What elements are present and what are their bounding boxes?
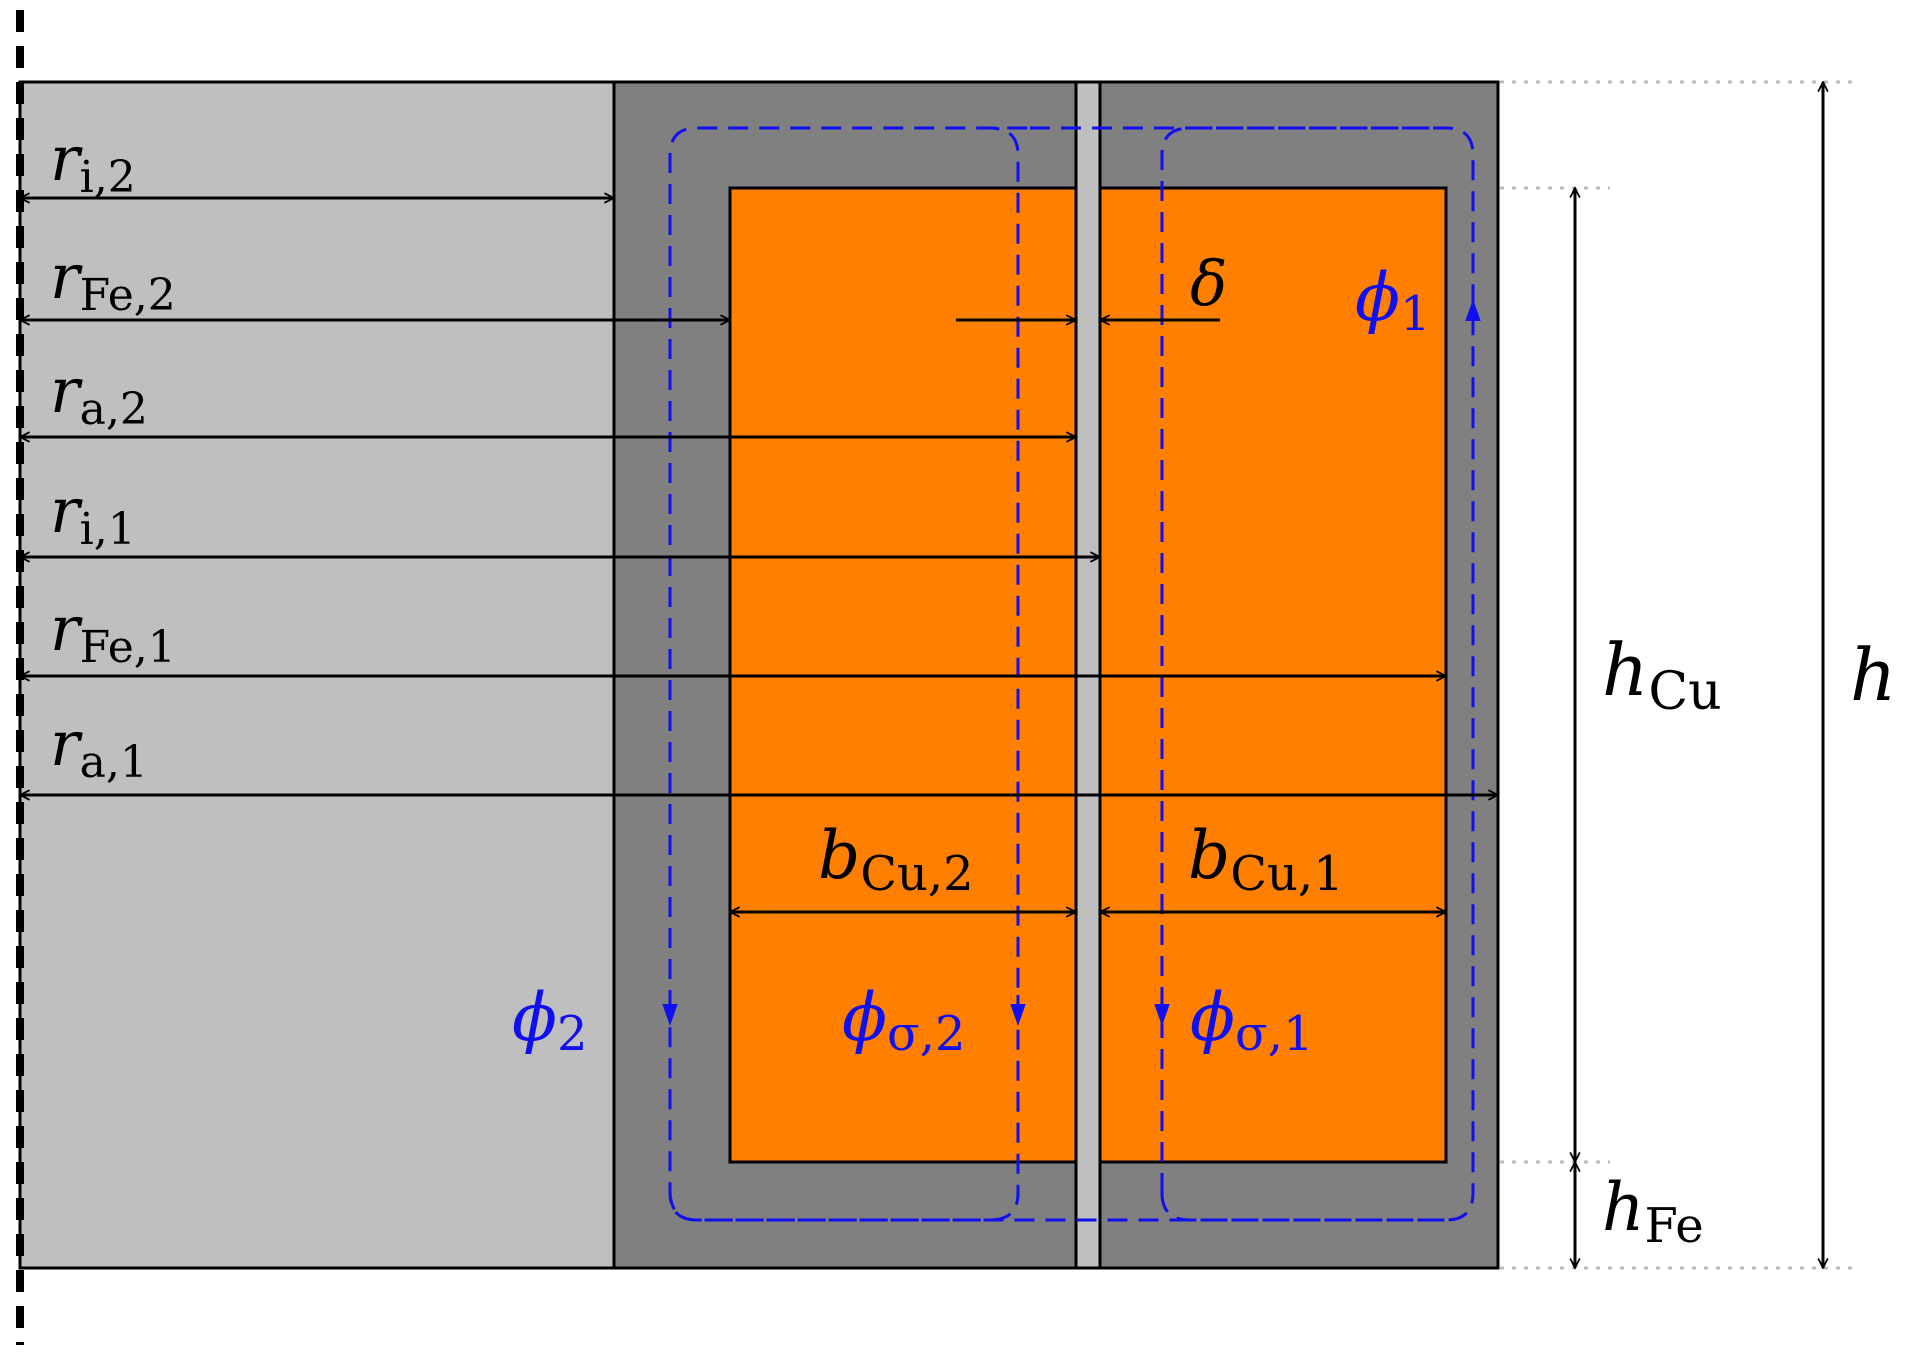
label-r-i1: ri,1	[50, 474, 136, 555]
label-h: h	[1850, 633, 1896, 717]
label-r-a1: ra,1	[50, 707, 148, 788]
flux-path-top	[668, 126, 1475, 1222]
label-r-i2: ri,2	[50, 122, 136, 203]
label-r-fe1: rFe,1	[50, 592, 176, 673]
label-h-fe: hFe	[1602, 1169, 1704, 1254]
label-b-cu2: bCu,2	[818, 817, 974, 902]
label-r-fe2: rFe,2	[50, 240, 176, 321]
label-b-cu1: bCu,1	[1188, 817, 1344, 902]
label-delta: δ	[1190, 247, 1227, 320]
label-phi-sigma2: ϕσ,2	[842, 979, 966, 1062]
flux-path-phi-sigma2	[668, 126, 1020, 1222]
label-r-a2: ra,2	[50, 354, 148, 435]
label-phi-sigma1: ϕσ,1	[1190, 979, 1314, 1062]
label-phi1: ϕ1	[1355, 259, 1431, 342]
flux-path-phi-sigma1	[1160, 126, 1446, 1222]
label-phi2: ϕ2	[512, 979, 588, 1062]
flux-paths	[662, 126, 1481, 1222]
label-h-cu: hCu	[1602, 628, 1722, 722]
flux-path-phi2	[668, 126, 1030, 1010]
